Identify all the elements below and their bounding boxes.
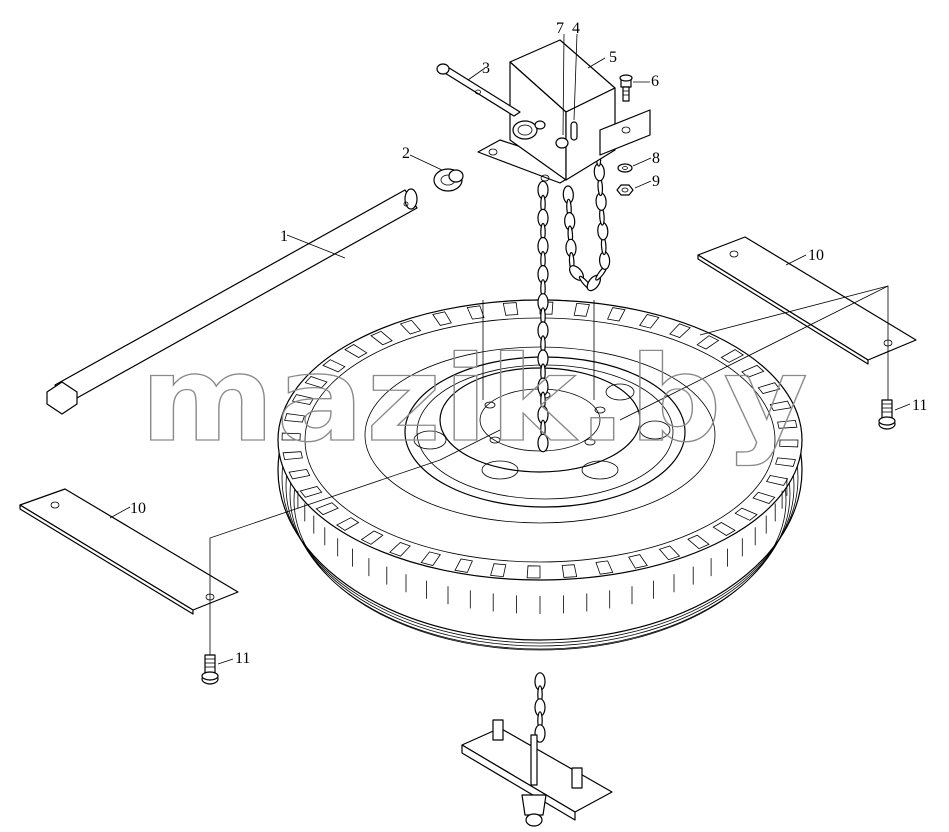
tire-tread: [281, 301, 799, 614]
callout-6: 6: [651, 73, 659, 90]
tread-block: [595, 560, 614, 575]
tread-block: [757, 382, 781, 394]
chain-link: [537, 433, 549, 453]
callout-labels: 1 2 3 4 5 6 7 8 9 10 10 11 11: [130, 20, 927, 667]
tread-block: [561, 564, 578, 578]
tread-block: [639, 314, 660, 329]
nut: [616, 184, 634, 196]
callout-10-right: 10: [808, 247, 824, 264]
tread-block: [777, 419, 798, 429]
tread-block: [370, 330, 393, 346]
callout-10-left: 10: [130, 500, 146, 517]
tread-block: [779, 439, 799, 448]
callout-11-right: 11: [912, 397, 927, 414]
screw-left: [201, 654, 219, 685]
pin: [436, 63, 521, 117]
bolt: [619, 74, 633, 102]
tread-block: [281, 432, 301, 441]
tread-block: [420, 551, 441, 566]
tread-block: [389, 542, 411, 557]
tread-block: [769, 400, 792, 412]
tread-block: [299, 486, 323, 498]
tread-block: [399, 319, 422, 335]
chain-bottom: [534, 672, 546, 743]
tread-block: [526, 565, 541, 579]
tread-block: [490, 563, 507, 578]
tread-block: [291, 394, 315, 405]
callout-8: 8: [652, 150, 660, 167]
tread-block: [466, 305, 485, 320]
tread-block: [658, 545, 681, 561]
mounting-plate-right: [697, 236, 917, 365]
tread-block: [573, 302, 590, 317]
tread-block: [315, 502, 339, 516]
tread-block: [752, 491, 776, 504]
callout-5: 5: [609, 49, 617, 66]
tread-block: [288, 468, 311, 480]
mounting-bracket: [477, 39, 651, 184]
callout-2: 2: [402, 145, 410, 162]
tread-block: [454, 558, 473, 573]
tread-block: [669, 323, 691, 338]
tread-block: [502, 302, 519, 316]
chain-loop: [562, 148, 611, 292]
callout-3: 3: [482, 60, 490, 77]
tread-block: [687, 534, 710, 550]
tread-block: [628, 554, 648, 569]
tread-block: [284, 413, 305, 423]
crank-rod: [46, 188, 418, 415]
screw-right: [878, 399, 896, 430]
tread-block: [765, 475, 789, 486]
watermark: mazik.by: [140, 330, 810, 468]
washer: [617, 163, 633, 173]
tread-block: [282, 451, 303, 461]
callout-1: 1: [280, 228, 288, 245]
tread-block: [607, 307, 626, 322]
callout-7: 7: [556, 20, 564, 37]
tread-block: [712, 522, 736, 536]
callout-4: 4: [572, 20, 580, 37]
bushing: [433, 168, 464, 192]
callout-9: 9: [652, 173, 660, 190]
tread-block: [720, 349, 744, 363]
tread-block: [336, 517, 360, 531]
tread-block: [322, 359, 346, 373]
tread-block: [360, 530, 384, 545]
chain-main: [537, 180, 549, 453]
tread-block: [734, 507, 758, 521]
tread-block: [775, 457, 796, 467]
tread-block: [741, 364, 765, 378]
callout-11-left: 11: [235, 650, 250, 667]
tire-carrier-cradle: [461, 719, 613, 827]
mounting-plate-left: [19, 488, 239, 615]
tread-block: [344, 344, 368, 358]
leader-lines: [109, 33, 911, 665]
tread-block: [432, 311, 452, 326]
tread-block: [696, 335, 720, 350]
tread-block: [304, 376, 328, 389]
